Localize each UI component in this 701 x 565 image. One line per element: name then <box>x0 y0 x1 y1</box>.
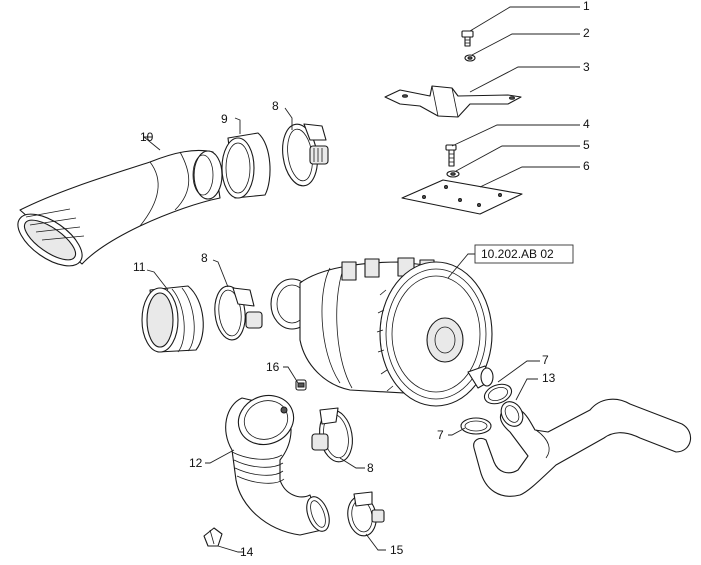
callout-5: 5 <box>583 138 590 152</box>
bellows-sleeve-part-11 <box>141 285 204 353</box>
plug-part-16 <box>295 379 307 391</box>
callout-numbers: 1 2 3 4 5 6 7 7 8 8 8 9 10 11 12 13 14 1… <box>133 0 590 559</box>
callout-7-upper: 7 <box>542 353 549 367</box>
washer-part-2 <box>464 54 476 62</box>
callout-15: 15 <box>390 543 404 557</box>
assembly-reference-text: 10.202.AB 02 <box>481 247 554 261</box>
clamp-part-7-upper <box>483 383 513 405</box>
callout-10: 10 <box>140 130 154 144</box>
plate-part-6 <box>401 179 523 215</box>
clip-part-14 <box>203 527 223 547</box>
callout-14: 14 <box>240 545 254 559</box>
clamp-part-7-lower <box>460 417 492 435</box>
bolt-part-4 <box>445 144 457 167</box>
callout-2: 2 <box>583 26 590 40</box>
callout-1: 1 <box>583 0 590 13</box>
drain-hose-part-13 <box>473 398 692 497</box>
callout-4: 4 <box>583 117 590 131</box>
bracket-part-3 <box>384 85 522 118</box>
intake-duct-part-10 <box>17 149 223 267</box>
callout-8-top: 8 <box>272 99 279 113</box>
callout-3: 3 <box>583 60 590 74</box>
bolt-part-1 <box>461 30 474 47</box>
air-filter-assembly <box>270 257 494 407</box>
callout-9: 9 <box>221 112 228 126</box>
callout-16: 16 <box>266 360 280 374</box>
leader-lines <box>142 6 580 553</box>
hose-clamp-part-8-bottom <box>311 407 353 463</box>
hose-clamp-part-8-middle <box>214 285 263 341</box>
callout-8-middle: 8 <box>201 251 208 265</box>
assembly-reference-label: 10.202.AB 02 <box>474 244 574 264</box>
hose-clamp-part-15 <box>347 491 385 537</box>
washer-part-5 <box>446 170 460 178</box>
callout-7-lower: 7 <box>437 428 444 442</box>
callout-11: 11 <box>133 260 146 274</box>
callout-13: 13 <box>542 371 556 385</box>
sleeve-part-9 <box>221 132 271 199</box>
callout-8-bottom: 8 <box>367 461 374 475</box>
elbow-hose-part-12 <box>225 394 330 536</box>
hose-clamp-part-8-top <box>282 123 329 187</box>
callout-12: 12 <box>189 456 203 470</box>
callout-6: 6 <box>583 159 590 173</box>
